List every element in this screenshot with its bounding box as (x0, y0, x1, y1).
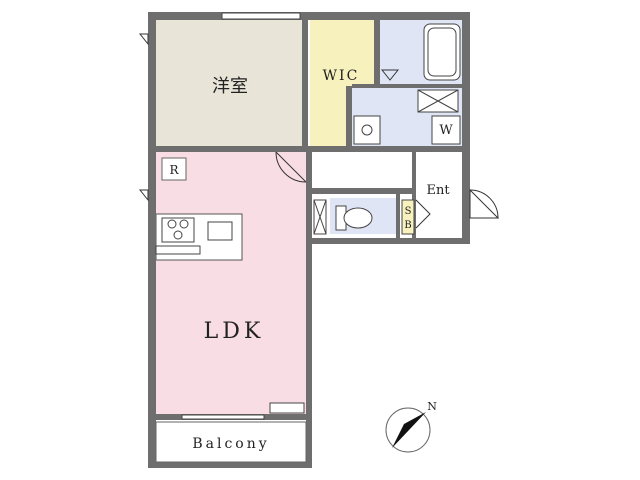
compass: N (385, 400, 437, 453)
wic-label: WIC (323, 68, 360, 84)
balcony (155, 421, 307, 463)
balcony-label: Balcony (192, 436, 269, 452)
windows (155, 12, 305, 420)
washer-label: W (439, 123, 453, 138)
ldk-floor (156, 152, 306, 414)
doors (138, 33, 500, 229)
bathtub (423, 23, 461, 81)
refrigerator-space (161, 157, 187, 181)
western-room-label: 洋室 (212, 76, 248, 97)
compass-circle (385, 407, 431, 453)
compass-north-label: N (427, 400, 437, 413)
washbasin (353, 115, 381, 145)
compass-arrow-icon (392, 412, 426, 448)
toilet (335, 205, 373, 231)
entrance-label: Ent (426, 183, 450, 198)
stove (161, 217, 233, 243)
washer-space (417, 89, 461, 145)
western-room-floor (156, 20, 304, 146)
closets (313, 199, 415, 235)
ldk-label: LDK (204, 319, 265, 344)
refrigerator-label: R (169, 163, 179, 177)
